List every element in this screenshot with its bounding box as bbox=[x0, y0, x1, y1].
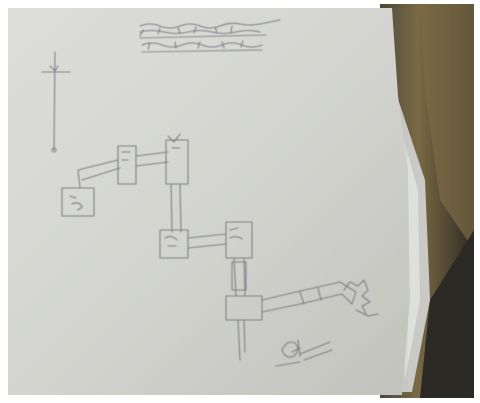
block-middle-right bbox=[225, 221, 253, 259]
paper-vignette bbox=[8, 8, 408, 395]
connector-vertical-3 bbox=[237, 319, 246, 361]
connector-3 bbox=[187, 233, 227, 249]
bottom-scribble bbox=[275, 339, 333, 367]
background-shadow bbox=[420, 230, 474, 398]
block-top-center bbox=[117, 145, 137, 185]
axis-mark bbox=[41, 51, 71, 153]
paper-sheet bbox=[8, 8, 410, 395]
arm-piece bbox=[339, 281, 357, 305]
connector-1 bbox=[77, 159, 121, 189]
connector-vertical-1 bbox=[170, 183, 182, 233]
block-top-right bbox=[165, 139, 189, 185]
connector-small-box bbox=[231, 261, 247, 291]
handwritten-header-scribble bbox=[139, 19, 281, 53]
background-warm-patch bbox=[420, 4, 474, 250]
block-middle-left bbox=[159, 229, 189, 259]
connector-2 bbox=[135, 151, 169, 167]
pencil-sketch bbox=[41, 19, 379, 367]
block-top-left bbox=[61, 187, 95, 217]
gripper-sketch bbox=[343, 279, 379, 317]
